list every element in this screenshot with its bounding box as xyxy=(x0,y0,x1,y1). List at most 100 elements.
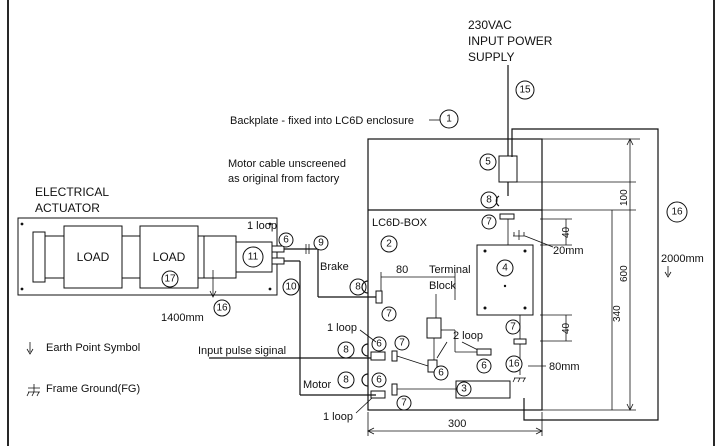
driver-screw-4 xyxy=(523,306,527,310)
len-1400mm: 1400mm xyxy=(161,312,204,324)
callout-16-actuator: 16 xyxy=(213,299,231,317)
loop-pulse: 1 loop xyxy=(327,322,357,334)
frame-ground-icon xyxy=(26,384,40,397)
actuator-screw-1 xyxy=(20,222,24,226)
backplate-label: Backplate - fixed into LC6D enclosure xyxy=(230,115,414,127)
terminal-block xyxy=(426,317,442,339)
svg-text:3: 3 xyxy=(461,384,467,395)
callout-9: 9 xyxy=(313,235,329,251)
loop-motor: 1 loop xyxy=(323,411,353,423)
callout-7-brake: 7 xyxy=(381,306,397,322)
svg-text:6: 6 xyxy=(376,375,382,386)
dim-40-top: 40 xyxy=(561,226,572,238)
svg-text:6: 6 xyxy=(438,368,444,379)
svg-text:7: 7 xyxy=(386,309,392,320)
callout-17: 17 xyxy=(161,270,179,288)
ferrite-pulse-a xyxy=(370,351,386,361)
svg-text:1: 1 xyxy=(446,114,452,125)
callout-1: 1 xyxy=(439,109,459,129)
box-title: LC6D-BOX xyxy=(372,217,428,229)
dim-100: 100 xyxy=(619,189,630,206)
callout-7-motor: 7 xyxy=(396,395,412,411)
earth-2000-icon xyxy=(664,266,672,278)
power-filter-5 xyxy=(498,155,518,183)
dim-340: 340 xyxy=(612,305,623,322)
callout-7-pulse: 7 xyxy=(394,335,410,351)
svg-text:11: 11 xyxy=(248,252,259,263)
callout-10: 10 xyxy=(282,278,300,296)
svg-text:2: 2 xyxy=(386,239,392,250)
callout-8-brake: 8 xyxy=(349,278,367,296)
power-supply-line-1: 230VAC xyxy=(468,18,512,32)
dim-300-arrows xyxy=(367,427,543,435)
svg-text:16: 16 xyxy=(216,303,228,314)
svg-text:8: 8 xyxy=(486,195,492,206)
actuator-line-2: ACTUATOR xyxy=(35,201,100,215)
actuator-screw-3 xyxy=(20,287,24,291)
gland-motor xyxy=(361,373,369,387)
driver-screw-2 xyxy=(523,249,527,253)
svg-text:15: 15 xyxy=(519,85,531,96)
brake-label: Brake xyxy=(320,261,349,273)
svg-text:8: 8 xyxy=(355,282,361,293)
power-supply-line-3: SUPPLY xyxy=(468,50,514,64)
earth-point-icon xyxy=(26,342,34,355)
callout-8-top: 8 xyxy=(480,191,498,209)
ferrite-driver xyxy=(513,338,527,345)
callout-6-motor: 6 xyxy=(371,372,387,388)
svg-text:10: 10 xyxy=(285,282,297,293)
svg-text:7: 7 xyxy=(510,322,516,333)
dim-80: 80 xyxy=(396,264,408,276)
dim-300: 300 xyxy=(448,418,466,430)
load-left-label: LOAD xyxy=(77,250,110,264)
gland-top xyxy=(495,195,500,207)
dim-40-bottom: 40 xyxy=(561,322,572,334)
callout-5: 5 xyxy=(479,153,497,171)
loop-pulse-leader xyxy=(359,329,377,343)
svg-text:7: 7 xyxy=(401,398,407,409)
cable-2000mm-loop xyxy=(511,128,659,421)
motor-cable-line-1: Motor cable unscreened xyxy=(228,158,346,170)
dim-600-arrows xyxy=(626,138,634,411)
callout-7-driver: 7 xyxy=(505,319,521,335)
actuator-earth-icon xyxy=(209,290,217,298)
frame-ground-driver-icon xyxy=(513,230,525,240)
motor-cable-line-2: as original from factory xyxy=(228,173,340,185)
ferrite-brake xyxy=(375,290,383,304)
motor-connector-b xyxy=(271,257,285,265)
driver-center xyxy=(503,284,507,288)
callout-6-terminal: 6 xyxy=(433,365,449,381)
terminal-block-line-1: Terminal xyxy=(429,264,471,276)
svg-text:7: 7 xyxy=(486,217,492,228)
svg-text:16: 16 xyxy=(508,359,520,370)
callout-8-pulse: 8 xyxy=(337,341,355,359)
svg-text:8: 8 xyxy=(343,345,349,356)
callout-7-top: 7 xyxy=(481,214,497,230)
svg-text:4: 4 xyxy=(502,263,508,274)
len-2000mm: 2000mm xyxy=(661,253,704,265)
loop-motor-leader xyxy=(355,397,373,414)
ferrite-top xyxy=(499,213,515,220)
gland-pulse xyxy=(361,343,369,357)
callout-16-right: 16 xyxy=(666,201,688,223)
motor-connector-a xyxy=(271,245,285,253)
driver-screw-3 xyxy=(483,306,487,310)
backplate-enclosure xyxy=(367,138,543,411)
pulse-to-terminal xyxy=(396,355,429,367)
len-20mm: 20mm xyxy=(553,245,584,257)
actuator-screw-2 xyxy=(268,222,272,226)
loop-actuator: 1 loop xyxy=(247,220,277,232)
loop-terminal-leader xyxy=(461,341,479,351)
driver-4 xyxy=(476,244,534,316)
svg-text:6: 6 xyxy=(481,361,487,372)
actuator-end-cap xyxy=(32,231,46,283)
motor-label: Motor xyxy=(303,379,331,391)
callout-4: 4 xyxy=(496,259,514,277)
ferrite-2loop xyxy=(476,348,492,356)
driver-screw-1 xyxy=(483,249,487,253)
callout-8-motor: 8 xyxy=(337,371,355,389)
callout-2: 2 xyxy=(380,235,398,253)
svg-text:5: 5 xyxy=(485,157,491,168)
